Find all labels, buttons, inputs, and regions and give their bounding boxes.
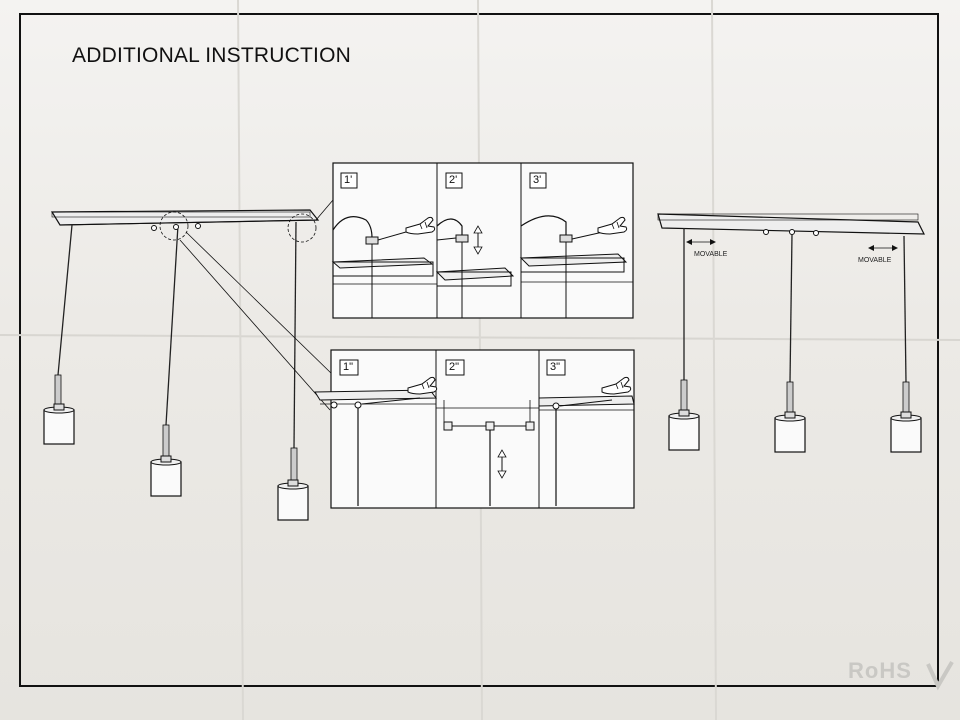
page-title: ADDITIONAL INSTRUCTION	[72, 44, 351, 67]
pendant-shade	[277, 479, 309, 521]
rohs-watermark: RoHS	[848, 658, 912, 683]
pendant-shade	[150, 455, 182, 497]
up-down-arrow-icon	[497, 449, 507, 479]
pendant-shade	[890, 411, 922, 453]
panel-label-1-double-prime: 1"	[343, 361, 354, 373]
panel-label-3-double-prime: 3"	[550, 361, 561, 373]
panel-label-1-prime: 1'	[344, 174, 353, 186]
fold-line	[237, 0, 244, 720]
right-fixture	[657, 213, 925, 453]
detail-circle	[159, 211, 189, 241]
left-right-arrow-icon	[686, 239, 716, 245]
panel-label-2-prime: 2'	[449, 174, 458, 186]
fold-line	[711, 0, 717, 720]
rohs-check-icon	[926, 660, 954, 691]
panel-label-3-prime: 3'	[533, 174, 542, 186]
up-down-arrow-icon	[473, 225, 483, 255]
pendant-shade	[43, 403, 75, 445]
panel-label-2-double-prime: 2"	[449, 361, 460, 373]
bottom-panel-group	[314, 349, 635, 509]
top-panel-group	[331, 162, 634, 319]
canopy-bar	[657, 213, 925, 235]
movable-label-left: MOVABLE	[694, 251, 728, 258]
pendant-shade	[668, 409, 700, 451]
pendant-shade	[774, 411, 806, 453]
left-right-arrow-icon	[868, 245, 898, 251]
left-fixture	[43, 199, 334, 521]
movable-label-right: MOVABLE	[858, 257, 892, 264]
detail-circle	[287, 213, 317, 243]
